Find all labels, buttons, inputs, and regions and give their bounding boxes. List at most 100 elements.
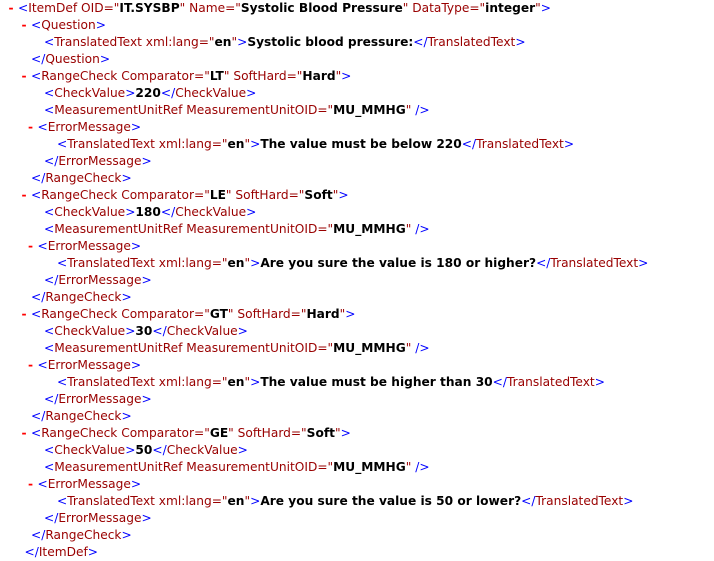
xml-markup: > [125, 86, 136, 100]
xml-line[interactable]: -<RangeCheck Comparator="LT" SoftHard="H… [0, 68, 714, 85]
xml-attribute-value: MU_MMHG [333, 460, 406, 474]
collapse-toggle-icon[interactable]: - [27, 239, 34, 253]
xml-markup: < [44, 443, 55, 457]
xml-attribute: " [244, 256, 251, 270]
xml-markup: </ [31, 171, 46, 185]
xml-tag-name: MeasurementUnitRef [54, 103, 183, 117]
xml-markup: < [31, 18, 42, 32]
xml-markup: < [37, 239, 48, 253]
xml-markup: < [57, 375, 68, 389]
xml-attribute: " DataType=" [402, 1, 486, 15]
collapse-toggle-icon[interactable]: - [27, 477, 34, 491]
xml-attribute-value: GT [209, 307, 228, 321]
collapse-toggle-icon[interactable]: - [27, 120, 34, 134]
xml-tag-name: TranslatedText [427, 35, 516, 49]
xml-line: <TranslatedText xml:lang="en">Systolic b… [0, 34, 714, 51]
xml-markup: < [44, 205, 55, 219]
xml-attribute: " [535, 1, 541, 15]
collapse-toggle-icon[interactable]: - [21, 18, 27, 32]
xml-attribute-value: en [227, 137, 245, 151]
xml-attribute-value: MU_MMHG [333, 341, 406, 355]
collapse-toggle-icon[interactable]: - [21, 426, 27, 440]
xml-markup: > [121, 171, 132, 185]
xml-attribute: xml:lang=" [154, 256, 228, 270]
collapse-toggle-icon[interactable]: - [21, 307, 27, 321]
xml-attribute: " [405, 222, 412, 236]
xml-markup: < [31, 307, 42, 321]
xml-tag-name: TranslatedText [67, 137, 155, 151]
collapse-toggle-icon[interactable]: - [21, 69, 27, 83]
xml-attribute: " SoftHard=" [228, 426, 307, 440]
xml-line: <MeasurementUnitRef MeasurementUnitOID="… [0, 102, 714, 119]
xml-attribute-value: Systolic Blood Pressure [240, 1, 403, 15]
xml-markup: </ [160, 86, 176, 100]
xml-attribute: MeasurementUnitOID=" [182, 103, 334, 117]
xml-line[interactable]: -<ItemDef OID="IT.SYSBP" Name="Systolic … [0, 0, 714, 17]
xml-markup: < [57, 137, 68, 151]
xml-markup: > [141, 392, 152, 406]
xml-markup: < [31, 426, 42, 440]
xml-tag-name: Question [41, 18, 96, 32]
xml-line[interactable]: -<ErrorMessage> [0, 476, 714, 493]
xml-tag-name: CheckValue [175, 205, 247, 219]
xml-line[interactable]: -<ErrorMessage> [0, 119, 714, 136]
xml-code: <CheckValue>220</CheckValue> [44, 85, 256, 102]
xml-tag-name: ItemDef [28, 1, 78, 15]
xml-line[interactable]: -<ErrorMessage> [0, 357, 714, 374]
xml-tag-name: TranslatedText [67, 375, 155, 389]
xml-code: </ErrorMessage> [44, 153, 152, 170]
xml-line: </ErrorMessage> [0, 272, 714, 289]
xml-tag-name: ErrorMessage [47, 120, 131, 134]
xml-markup: < [18, 1, 29, 15]
xml-markup: </ [24, 545, 39, 559]
xml-tag-name: TranslatedText [476, 137, 564, 151]
xml-attribute-value: LE [209, 188, 226, 202]
xml-attribute-value: Soft [304, 188, 333, 202]
xml-code: <RangeCheck Comparator="GT" SoftHard="Ha… [31, 306, 355, 323]
xml-markup: > [250, 137, 261, 151]
xml-line: <TranslatedText xml:lang="en">The value … [0, 136, 714, 153]
xml-markup: > [623, 494, 634, 508]
xml-markup: > [250, 375, 261, 389]
xml-code: </RangeCheck> [31, 289, 132, 306]
xml-markup: </ [31, 52, 46, 66]
xml-markup: > [237, 443, 248, 457]
xml-attribute: " [244, 375, 251, 389]
xml-line[interactable]: -<Question> [0, 17, 714, 34]
xml-tag-name: TranslatedText [506, 375, 595, 389]
xml-line[interactable]: -<RangeCheck Comparator="LE" SoftHard="S… [0, 187, 714, 204]
xml-markup: > [246, 86, 257, 100]
xml-code: <CheckValue>180</CheckValue> [44, 204, 256, 221]
xml-code: <CheckValue>50</CheckValue> [44, 442, 248, 459]
collapse-toggle-icon[interactable]: - [21, 188, 27, 202]
xml-tag-name: TranslatedText [54, 35, 142, 49]
xml-line[interactable]: -<RangeCheck Comparator="GE" SoftHard="S… [0, 425, 714, 442]
xml-tag-name: MeasurementUnitRef [54, 460, 183, 474]
xml-attribute: " [244, 494, 251, 508]
collapse-toggle-icon[interactable]: - [27, 358, 34, 372]
xml-line: <CheckValue>180</CheckValue> [0, 204, 714, 221]
collapse-toggle-icon[interactable]: - [8, 1, 14, 15]
xml-attribute-value: MU_MMHG [333, 103, 406, 117]
xml-markup: </ [152, 443, 167, 457]
xml-code: <ErrorMessage> [38, 238, 142, 255]
xml-line: </RangeCheck> [0, 289, 714, 306]
xml-attribute: " [231, 35, 238, 49]
xml-tag-name: MeasurementUnitRef [54, 341, 183, 355]
xml-attribute: Comparator=" [117, 307, 210, 321]
xml-markup: < [31, 188, 42, 202]
xml-line[interactable]: -<ErrorMessage> [0, 238, 714, 255]
xml-line[interactable]: -<RangeCheck Comparator="GT" SoftHard="H… [0, 306, 714, 323]
xml-markup: </ [152, 324, 167, 338]
xml-attribute: MeasurementUnitOID=" [182, 222, 334, 236]
xml-markup: < [44, 86, 55, 100]
xml-markup: </ [44, 273, 59, 287]
xml-attribute-value: MU_MMHG [333, 222, 406, 236]
xml-line: </RangeCheck> [0, 408, 714, 425]
xml-line: <TranslatedText xml:lang="en">Are you su… [0, 255, 714, 272]
xml-line: <MeasurementUnitRef MeasurementUnitOID="… [0, 340, 714, 357]
xml-attribute: " SoftHard=" [227, 307, 307, 321]
xml-tag-name: CheckValue [166, 443, 238, 457]
xml-code: <MeasurementUnitRef MeasurementUnitOID="… [44, 102, 430, 119]
xml-code: <CheckValue>30</CheckValue> [44, 323, 248, 340]
